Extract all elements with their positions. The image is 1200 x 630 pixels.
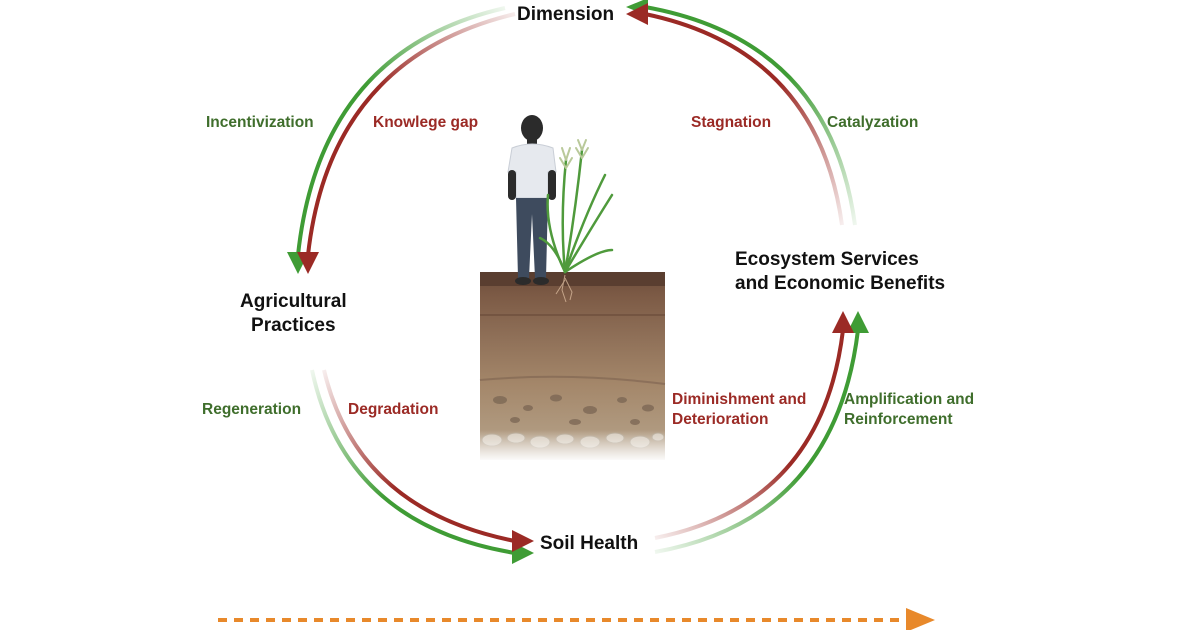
incentivization-arrow (296, 6, 506, 256)
regeneration-arrow (310, 369, 516, 555)
catalyzation-arrow (644, 5, 857, 226)
node-ecosystem-services-line1: Ecosystem Services (735, 249, 919, 270)
node-ecosystem-services-line2: and Economic Benefits (735, 272, 946, 294)
degradation-arrowhead (512, 530, 534, 552)
node-agricultural-practices-line2: Practices (251, 314, 336, 336)
label-stagnation: Stagnation (691, 114, 772, 131)
knowledge-gap-arrow (306, 12, 516, 256)
soil-profile (478, 272, 668, 462)
amplification-arrowhead (847, 311, 869, 333)
label-knowledge-gap: Knowlege gap (373, 114, 479, 131)
stagnation-arrow (644, 12, 844, 226)
degradation-arrow (322, 369, 516, 543)
diminishment-arrowhead (832, 311, 854, 333)
label-incentivization: Incentivization (206, 114, 314, 131)
knowledge-gap-arrowhead (297, 252, 319, 274)
stagnation-arrowhead (626, 3, 648, 25)
node-ecosystem-services: Ecosystem Services and Economic Benefits (735, 248, 945, 296)
diminishment-arrow (654, 329, 845, 540)
label-degradation: Degradation (348, 401, 439, 418)
grass-plant (538, 139, 614, 274)
node-soil-health: Soil Health (540, 533, 639, 554)
label-amplification: Amplification and Reinforcement (844, 390, 974, 430)
label-diminishment: Diminishment and Deterioration (672, 390, 806, 430)
label-diminishment-line2: Deterioration (672, 411, 769, 429)
label-amplification-line2: Reinforcement (844, 411, 953, 429)
node-agricultural-practices: Agricultural Practices (240, 290, 347, 338)
timeline-arrow (218, 608, 935, 630)
farmer-figure (507, 115, 557, 285)
label-diminishment-line1: Diminishment and (672, 391, 807, 408)
center-illustration (478, 115, 668, 462)
label-catalyzation: Catalyzation (827, 114, 919, 131)
node-dimension: Dimension (517, 4, 615, 25)
amplification-arrow (654, 329, 860, 554)
label-amplification-line1: Amplification and (844, 391, 975, 408)
label-regeneration: Regeneration (202, 401, 302, 418)
node-agricultural-practices-line1: Agricultural (240, 291, 347, 312)
